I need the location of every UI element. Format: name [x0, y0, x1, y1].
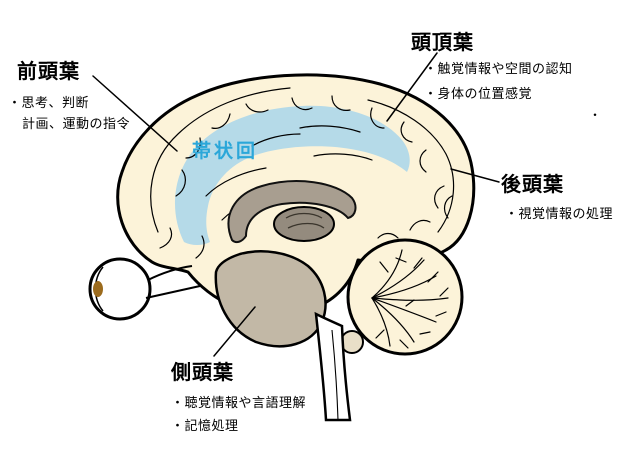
frontal-lobe-bullet: ・思考、判断: [8, 95, 90, 110]
temporal-lobe-bullet: ・聴覚情報や言語理解: [171, 395, 307, 410]
stray-bullet-mark: ・: [589, 108, 602, 122]
parietal-leader-line: [386, 52, 438, 122]
thalamus: [273, 206, 335, 242]
arbor-vitae: [371, 249, 449, 349]
frontal-lobe-bullet: 計画、運動の指令: [22, 116, 131, 131]
temporal-stem-mass: [214, 250, 327, 348]
spinal-cord: [314, 311, 352, 422]
occipital-lobe-title: 後頭葉: [501, 174, 564, 196]
frontal-leader-line: [92, 75, 178, 152]
leader-lines: [92, 52, 500, 357]
cerebellum: [340, 238, 464, 356]
temporal-lobe-bullet: ・記憶処理: [171, 418, 239, 433]
occipital-leader-line: [450, 168, 500, 183]
temporal-lobe-title: 側頭葉: [171, 362, 234, 384]
parietal-lobe-bullet: ・触覚情報や空間の認知: [424, 61, 573, 76]
temporal-leader-line: [213, 306, 256, 357]
corpus-callosum: [227, 180, 357, 244]
occipital-lobe-bullet: ・視覚情報の処理: [505, 206, 614, 221]
optic-nerve: [145, 265, 201, 299]
eye: [88, 257, 201, 321]
frontal-lobe-title: 前頭葉: [17, 61, 80, 83]
cingulate-region: [174, 105, 410, 245]
parietal-lobe-title: 頭頂葉: [411, 32, 474, 54]
cingulate-gyrus-title: 帯状回: [192, 141, 259, 162]
eye-spot: [93, 281, 103, 297]
parietal-lobe-bullet: ・身体の位置感覚: [424, 86, 533, 101]
gyri-sulci-lines: [150, 87, 455, 259]
